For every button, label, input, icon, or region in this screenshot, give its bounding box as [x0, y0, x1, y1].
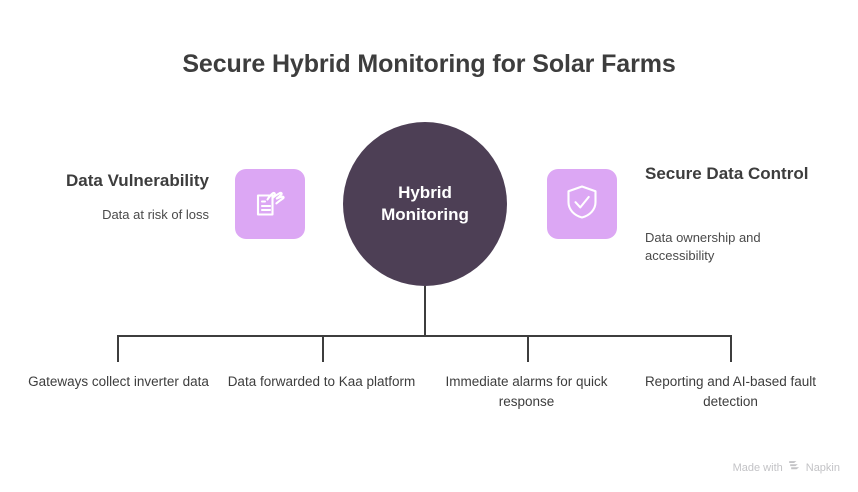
document-hand-icon [248, 180, 292, 229]
connector-drop-3 [730, 335, 732, 362]
branch-label-1: Data forwarded to Kaa platform [227, 374, 416, 389]
shield-check-icon [560, 180, 604, 229]
watermark-prefix: Made with [732, 461, 783, 474]
connector-stem [424, 286, 426, 336]
napkin-logo-icon [788, 460, 801, 475]
connector-drop-1 [322, 335, 324, 362]
branch-label-0: Gateways collect inverter data [28, 374, 209, 389]
watermark: Made with Napkin [733, 460, 840, 475]
connector-drop-0 [117, 335, 119, 362]
watermark-brand: Napkin [805, 461, 840, 474]
branch-label-3: Reporting and AI-based fault detection [644, 374, 817, 409]
feature-left-subtitle: Data at risk of loss [102, 207, 209, 222]
center-node: Hybrid Monitoring [343, 122, 507, 286]
feature-left-heading: Data Vulnerability [66, 171, 209, 190]
feature-right-subtitle: Data ownership and accessibility [645, 230, 761, 264]
feature-right-icon-tile [547, 169, 617, 239]
center-node-label: Hybrid Monitoring [381, 182, 469, 224]
branch-label-2: Immediate alarms for quick response [445, 374, 608, 409]
feature-right-heading: Secure Data Control [645, 164, 809, 183]
connector-drop-2 [527, 335, 529, 362]
feature-left-icon-tile [235, 169, 305, 239]
connector-bar [117, 335, 732, 337]
page-title: Secure Hybrid Monitoring for Solar Farms [182, 50, 676, 78]
